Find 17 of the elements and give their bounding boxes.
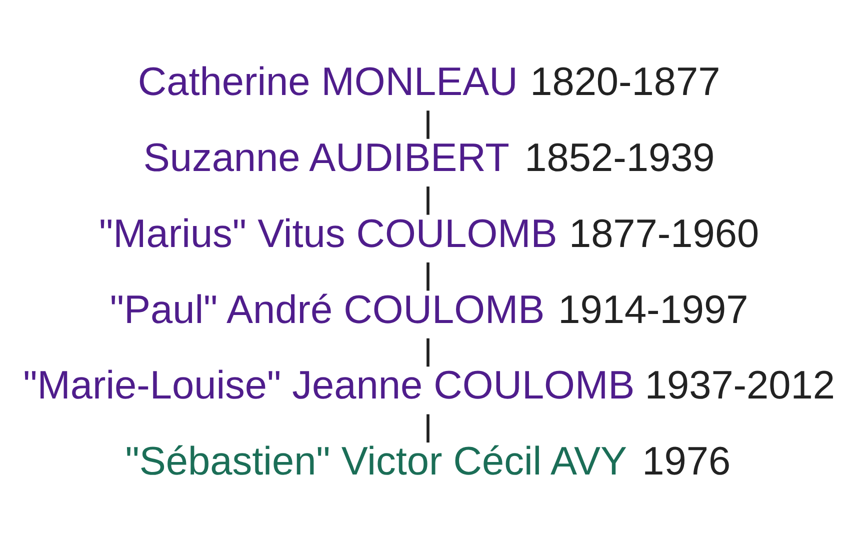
node-label: 1877-1960 (568, 212, 760, 256)
connector (426, 262, 430, 291)
node-text: "Paul" André COULOMB (110, 288, 545, 332)
node-text: "Marie-Louise" Jeanne COULOMB (23, 364, 635, 408)
node-label: 1976 (642, 440, 731, 484)
node-text: "Sébastien" Victor Cécil AVY (125, 440, 628, 484)
connector (426, 110, 430, 139)
node-label: 1820-1877 (530, 60, 720, 104)
node-label: 1852-1939 (524, 136, 715, 180)
node-label: 1937-2012 (644, 364, 835, 408)
connector (426, 186, 430, 215)
node-label: 1914-1997 (558, 288, 748, 332)
node-text: "Marius" Vitus COULOMB (99, 212, 558, 256)
node-text: Catherine MONLEAU (138, 60, 518, 104)
connector (426, 414, 430, 443)
connector (426, 338, 430, 367)
node-text: Suzanne AUDIBERT (143, 136, 510, 180)
